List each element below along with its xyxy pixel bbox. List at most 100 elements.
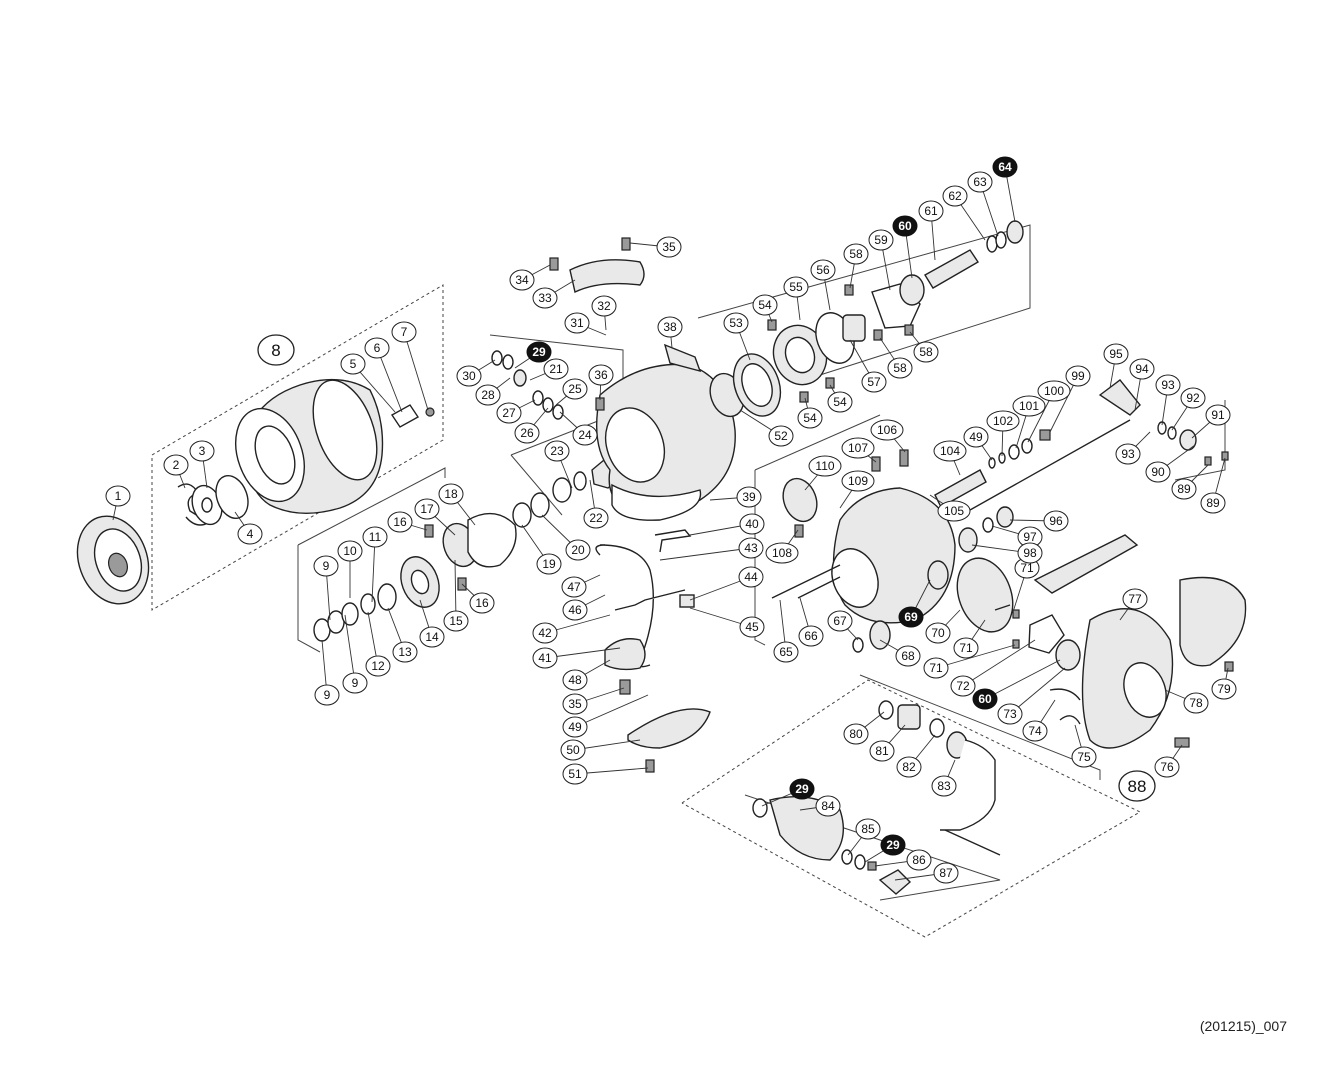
- callout-number-57: 57: [867, 375, 881, 389]
- callout-number-19: 19: [542, 557, 556, 571]
- callout-number-1: 1: [115, 489, 122, 503]
- callout-number-47: 47: [567, 580, 581, 594]
- callout-bubble-66: [798, 625, 824, 647]
- callout-bubble-16: [387, 511, 413, 533]
- callout-number-56: 56: [816, 263, 830, 277]
- callout-number-79: 79: [1217, 682, 1231, 696]
- callout-bubble-92: [1180, 387, 1206, 409]
- callout-bubble-94: [1129, 358, 1155, 380]
- callout-number-92: 92: [1186, 391, 1200, 405]
- callout-number-32: 32: [597, 299, 611, 313]
- callout-number-30: 30: [462, 369, 476, 383]
- callout-number-65: 65: [779, 645, 793, 659]
- callout-number-41: 41: [538, 651, 552, 665]
- callout-bubble-101: [1012, 395, 1046, 417]
- callout-number-6: 6: [374, 341, 381, 355]
- callout-number-35: 35: [568, 697, 582, 711]
- callout-bubble-50: [560, 739, 586, 761]
- callout-bubble-40: [739, 513, 765, 535]
- callout-number-66: 66: [804, 629, 818, 643]
- callout-bubble-109: [841, 470, 875, 492]
- callout-number-49: 49: [969, 430, 983, 444]
- callout-number-11: 11: [369, 530, 382, 544]
- callout-bubble-71: [953, 637, 979, 659]
- callout-bubble-93: [1115, 443, 1141, 465]
- callout-bubble-60: [892, 215, 918, 237]
- callout-bubble-1: [105, 485, 131, 507]
- callout-bubble-39: [736, 486, 762, 508]
- callout-number-36: 36: [594, 368, 608, 382]
- callout-bubble-29: [880, 834, 906, 856]
- callout-number-75: 75: [1077, 750, 1091, 764]
- callout-number-74: 74: [1028, 724, 1042, 738]
- callout-bubble-80: [843, 723, 869, 745]
- callout-bubble-78: [1183, 692, 1209, 714]
- callout-bubble-26: [514, 422, 540, 444]
- callout-number-52: 52: [774, 429, 788, 443]
- body-assembly: [771, 379, 1247, 749]
- callout-bubble-10: [337, 540, 363, 562]
- callout-bubble-18: [438, 483, 464, 505]
- callout-number-49: 49: [568, 720, 582, 734]
- drawing-code: (201215)_007: [1199, 1018, 1287, 1034]
- callout-bubble-86: [906, 849, 932, 871]
- callout-number-46: 46: [568, 603, 582, 617]
- callout-bubble-4: [237, 523, 263, 545]
- callout-bubble-28: [475, 384, 501, 406]
- callout-bubble-59: [868, 229, 894, 251]
- callout-bubble-62: [942, 185, 968, 207]
- callout-bubble-58: [843, 243, 869, 265]
- callout-bubble-89: [1171, 478, 1197, 500]
- callout-number-48: 48: [568, 673, 582, 687]
- callout-bubble-75: [1071, 746, 1097, 768]
- callout-bubble-60: [972, 688, 998, 710]
- callout-number-64: 64: [998, 160, 1012, 174]
- callout-number-10: 10: [343, 544, 357, 558]
- callout-bubble-63: [967, 171, 993, 193]
- callout-bubble-36: [588, 364, 614, 386]
- callout-number-99: 99: [1071, 369, 1085, 383]
- callout-number-69: 69: [904, 610, 918, 624]
- callout-number-35: 35: [662, 240, 676, 254]
- callout-number-89: 89: [1177, 482, 1191, 496]
- callout-bubble-33: [532, 287, 558, 309]
- callout-number-59: 59: [874, 233, 888, 247]
- callout-bubble-46: [562, 599, 588, 621]
- drive-upper-assembly: [549, 220, 1024, 418]
- part-callouts: 1234567899910111213141516161718192021222…: [105, 156, 1237, 884]
- callout-number-50: 50: [566, 743, 580, 757]
- callout-bubble-42: [532, 622, 558, 644]
- callout-bubble-90: [1145, 461, 1171, 483]
- callout-number-60: 60: [898, 219, 912, 233]
- callout-number-34: 34: [515, 273, 529, 287]
- callout-number-58: 58: [893, 361, 907, 375]
- callout-number-53: 53: [729, 316, 743, 330]
- callout-bubble-51: [562, 763, 588, 785]
- callout-bubble-9: [313, 555, 339, 577]
- callout-bubble-67: [827, 610, 853, 632]
- callout-leader-6: [376, 347, 403, 413]
- callout-bubble-88: [1118, 770, 1156, 802]
- callout-number-85: 85: [861, 822, 875, 836]
- callout-bubble-15: [443, 610, 469, 632]
- callout-bubble-77: [1122, 588, 1148, 610]
- callout-number-106: 106: [877, 423, 897, 437]
- callout-number-42: 42: [538, 626, 552, 640]
- callout-number-68: 68: [901, 649, 915, 663]
- callout-bubble-107: [841, 437, 875, 459]
- callout-bubble-72: [950, 675, 976, 697]
- callout-bubble-16: [469, 592, 495, 614]
- callout-bubble-70: [925, 622, 951, 644]
- callout-bubble-105: [937, 500, 971, 522]
- callout-number-25: 25: [568, 382, 582, 396]
- callout-bubble-32: [591, 295, 617, 317]
- callout-number-12: 12: [371, 659, 385, 673]
- callout-bubble-2: [163, 454, 189, 476]
- callout-number-84: 84: [821, 799, 835, 813]
- callout-bubble-21: [543, 358, 569, 380]
- callout-bubble-87: [933, 862, 959, 884]
- callout-number-87: 87: [939, 866, 953, 880]
- callout-number-43: 43: [744, 541, 758, 555]
- callout-number-54: 54: [803, 411, 817, 425]
- callout-number-24: 24: [578, 428, 592, 442]
